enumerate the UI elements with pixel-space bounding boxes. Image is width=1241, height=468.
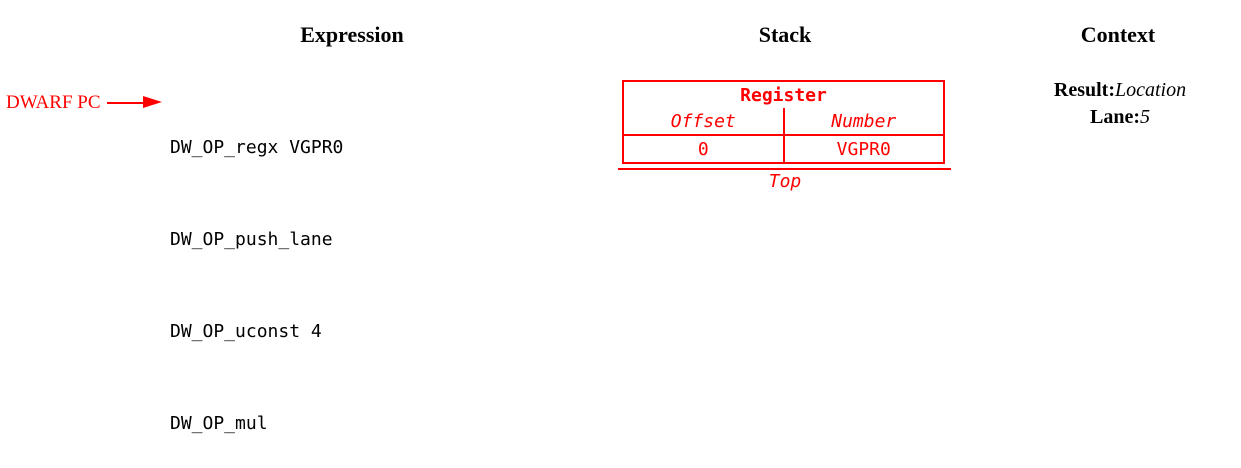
context-block: Result:Location Lane:5 [1000,77,1240,131]
result-label: Result: [1053,79,1115,101]
expression-op-list: DW_OP_regx VGPR0 DW_OP_push_lane DW_OP_u… [170,72,343,468]
stack-top-line [618,168,951,170]
dwarf-pc-arrow-shaft [107,101,145,104]
stack-entry-column-headers: Offset Number [624,108,943,136]
lane-label: Lane: [1090,106,1140,128]
expression-op: DW_OP_regx VGPR0 [170,137,344,159]
expression-column-title: Expression [300,22,404,47]
expression-op: DW_OP_uconst 4 [170,321,322,343]
stack-number-value: VGPR0 [836,138,891,160]
stack-entry-values: 0 VGPR0 [624,136,943,162]
stack-entry-box: Register Offset Number 0 VGPR0 [622,80,945,164]
stack-entry-type: Register [740,84,827,106]
expression-op: DW_OP_mul [170,413,268,435]
result-value: Location [1114,79,1187,101]
context-column-title: Context [1080,22,1156,47]
stack-top-label: Top [768,171,802,192]
context-lane-row: Lane:5 [1000,104,1240,131]
dwarf-pc-label: DWARF PC [6,92,101,113]
stack-number-header: Number [831,110,897,132]
stack-offset-value: 0 [624,136,785,162]
stack-offset-header: Offset [624,108,785,134]
context-result-row: Result:Location [1000,77,1240,104]
expression-op: DW_OP_push_lane [170,229,333,251]
lane-value: 5 [1140,106,1150,128]
stack-column-title: Stack [758,22,812,47]
dwarf-pc-arrow-icon [143,96,162,108]
